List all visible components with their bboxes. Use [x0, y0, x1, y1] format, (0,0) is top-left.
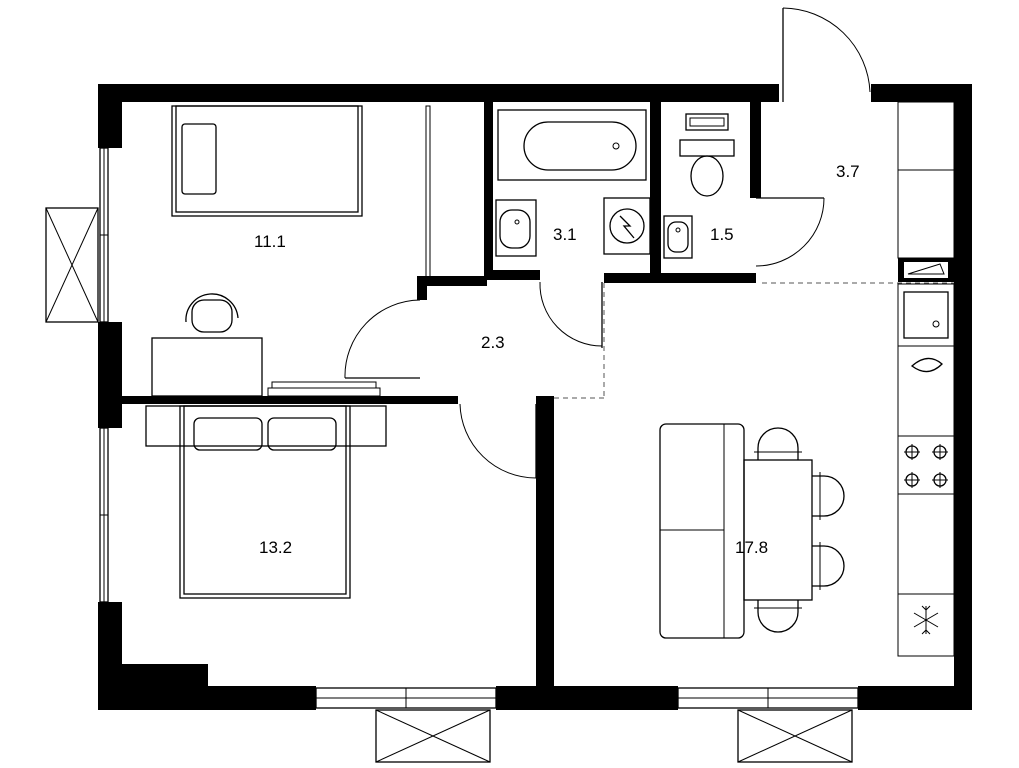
room-area-bedroom-1: 11.1 [254, 232, 286, 251]
toilet-icon [679, 113, 735, 197]
wall-corridor-top [417, 276, 487, 286]
washing-machine-icon [603, 197, 651, 255]
wardrobe [425, 105, 431, 279]
room-area-bedroom-2: 13.2 [259, 538, 292, 557]
doors [344, 7, 871, 479]
bathtub-icon [497, 109, 647, 181]
door-icon [344, 299, 421, 379]
wall-bottom-3 [858, 686, 972, 710]
kitchen-units [897, 283, 955, 657]
chair-icon [812, 542, 845, 590]
wall-bottom-2 [496, 686, 678, 710]
office-chair-icon [185, 293, 239, 333]
wall-bath-toilet [650, 102, 661, 280]
single-bed-icon [171, 105, 363, 217]
window-icon [677, 687, 859, 709]
fridge-icon [913, 605, 939, 635]
balcony-icon [45, 207, 99, 323]
walls [98, 84, 972, 710]
area-labels: 11.1 3.1 1.5 3.7 2.3 13.2 17.8 [254, 162, 860, 557]
room-area-corridor: 2.3 [481, 333, 505, 352]
door-icon [539, 281, 603, 348]
wall-left-2 [98, 322, 122, 428]
windows [99, 147, 859, 709]
dining-table-icon [743, 459, 813, 601]
wall-top-left [98, 84, 779, 102]
shelf [267, 381, 381, 397]
sofa-icon [659, 423, 745, 639]
washbasin-icon [663, 215, 693, 259]
chair-icon [754, 600, 802, 633]
wall-toilet-right [750, 102, 761, 198]
wall-bedroom2-right-upper [544, 396, 554, 542]
washbasin-icon [495, 199, 537, 257]
desk-icon [151, 337, 263, 397]
shoe-shelf [898, 258, 954, 282]
hob-icon [904, 444, 948, 488]
wall-left-1 [98, 84, 122, 148]
window-icon [99, 147, 109, 323]
window-icon [99, 427, 109, 603]
wall-bottom-1 [98, 686, 316, 710]
wall-corridor-stub [417, 276, 427, 300]
balcony-icon [737, 709, 853, 763]
room-area-entrance-hall: 3.7 [836, 162, 860, 181]
wall-bath-bottom-2 [604, 273, 756, 283]
door-icon [782, 7, 871, 102]
room-area-bathroom: 3.1 [553, 225, 577, 244]
window-icon [315, 687, 497, 709]
wall-bedrooms [122, 396, 458, 404]
chair-icon [812, 472, 845, 520]
room-area-kitchen-living: 17.8 [735, 538, 768, 557]
double-bed-icon [145, 405, 387, 599]
wall-top-right [871, 84, 972, 102]
wall-bath-bottom-1 [484, 270, 540, 280]
wall-bath-left [484, 102, 493, 280]
balconies [45, 207, 853, 763]
kitchen-sink-icon [903, 291, 949, 339]
room-area-toilet: 1.5 [710, 225, 734, 244]
door-icon [459, 403, 537, 479]
wall-cabinets [897, 101, 955, 259]
wall-right [954, 84, 972, 710]
balcony-icon [375, 709, 491, 763]
chair-icon [754, 427, 802, 460]
tap [910, 357, 943, 373]
door-icon [755, 197, 825, 267]
